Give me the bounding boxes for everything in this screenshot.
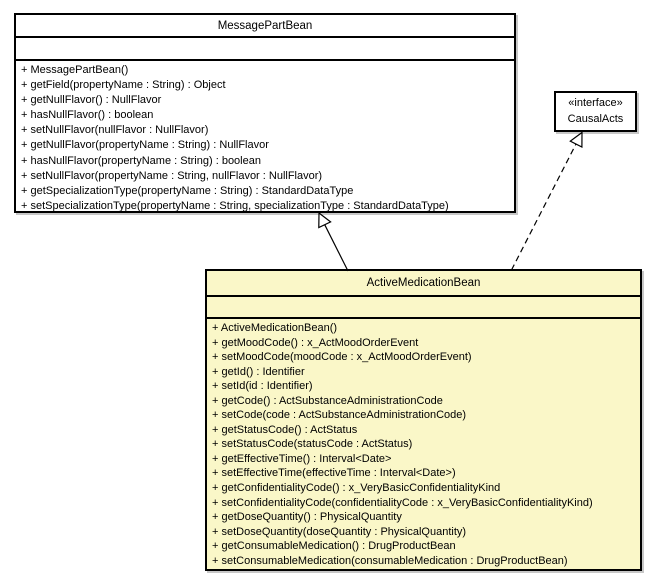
method-item: + setNullFlavor(nullFlavor : NullFlavor) [21, 124, 209, 137]
method-item: + getConfidentialityCode() : x_VeryBasic… [212, 482, 501, 495]
method-item: + hasNullFlavor() : boolean [21, 109, 154, 122]
method-item: + getMoodCode() : x_ActMoodOrderEvent [212, 336, 419, 349]
method-item: + setMoodCode(moodCode : x_ActMoodOrderE… [212, 351, 472, 364]
method-item: + setEffectiveTime(effectiveTime : Inter… [212, 467, 456, 480]
generalization-arrow [318, 211, 349, 272]
interface-box-causalacts[interactable]: «interface» CausalActs [554, 91, 637, 132]
fields-compartment [207, 297, 640, 319]
class-title: MessagePartBean [16, 15, 514, 38]
class-title: ActiveMedicationBean [207, 271, 640, 297]
methods-compartment: + MessagePartBean() + getField(propertyN… [16, 61, 514, 214]
method-item: + getSpecializationType(propertyName : S… [21, 184, 354, 197]
method-item: + setCode(code : ActSubstanceAdministrat… [212, 409, 467, 422]
method-item: + hasNullFlavor(propertyName : String) :… [21, 154, 261, 167]
class-box-messagepartbean[interactable]: MessagePartBean + MessagePartBean() + ge… [14, 13, 516, 213]
method-item: + getConsumableMedication() : DrugProduc… [212, 540, 456, 553]
realization-arrow [510, 131, 583, 271]
fields-compartment [16, 38, 514, 61]
method-item: + ActiveMedicationBean() [212, 322, 338, 334]
method-item: + setSpecializationType(propertyName : S… [21, 199, 449, 212]
method-item: + getCode() : ActSubstanceAdministration… [212, 394, 443, 407]
method-item: + getDoseQuantity() : PhysicalQuantity [212, 511, 402, 524]
interface-stereotype: «interface» [568, 97, 623, 109]
interface-title: CausalActs [567, 112, 624, 125]
method-item: + setStatusCode(statusCode : ActStatus) [212, 438, 413, 451]
method-item: + getId() : Identifier [212, 365, 305, 378]
method-item: + getNullFlavor() : NullFlavor [21, 94, 162, 107]
method-item: + setNullFlavor(propertyName : String, n… [21, 169, 323, 182]
method-item: + MessagePartBean() [21, 64, 129, 76]
class-box-activemedicationbean[interactable]: ActiveMedicationBean + ActiveMedicationB… [205, 269, 642, 571]
hollow-triangle-arrowhead [569, 131, 583, 148]
method-item: + getField(propertyName : String) : Obje… [21, 79, 226, 92]
method-item: + getNullFlavor(propertyName : String) :… [21, 139, 269, 152]
methods-compartment: + ActiveMedicationBean() + getMoodCode()… [207, 319, 640, 568]
method-item: + setConfidentialityCode(confidentiality… [212, 496, 593, 509]
method-item: + setId(id : Identifier) [212, 380, 313, 393]
hollow-triangle-arrowhead [318, 211, 332, 229]
method-item: + setDoseQuantity(doseQuantity : Physica… [212, 525, 467, 538]
method-item: + setConsumableMedication(consumableMedi… [212, 554, 568, 567]
method-item: + getEffectiveTime() : Interval<Date> [212, 452, 392, 465]
method-item: + getStatusCode() : ActStatus [212, 423, 358, 436]
